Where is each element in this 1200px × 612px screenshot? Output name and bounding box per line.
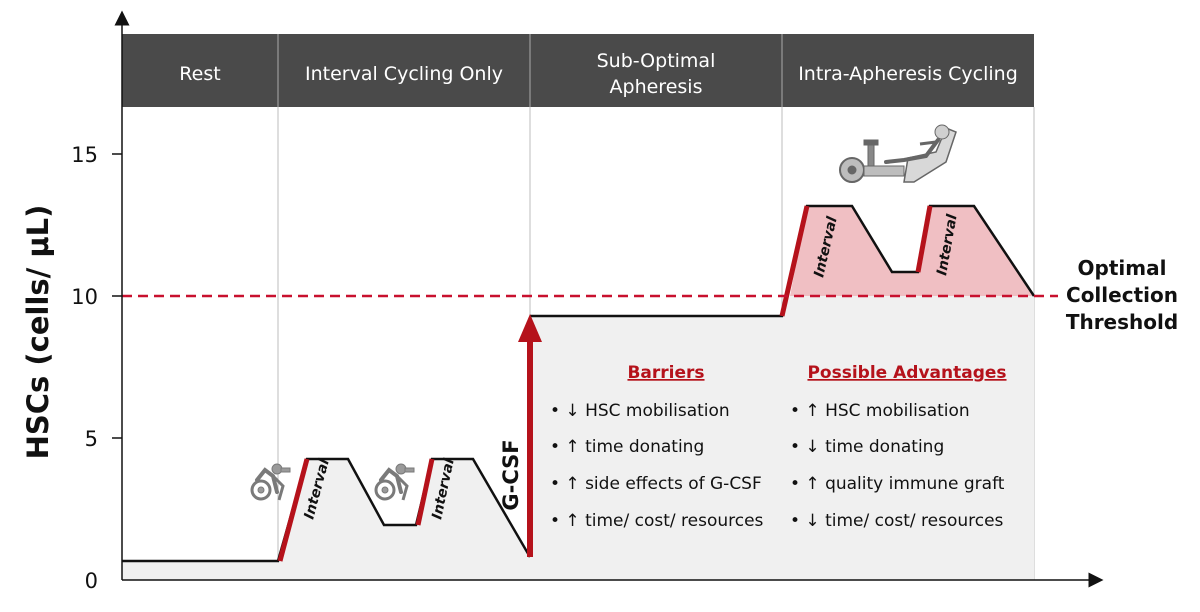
barriers-title: Barriers bbox=[627, 363, 704, 383]
barriers-area bbox=[530, 316, 782, 580]
phase-label-intra-apheresis: Intra-Apheresis Cycling bbox=[798, 63, 1018, 85]
y-tick-label: 5 bbox=[85, 427, 98, 451]
advantages-title: Possible Advantages bbox=[807, 363, 1006, 383]
gcsf-arrow bbox=[518, 314, 542, 557]
interval-segment bbox=[415, 458, 435, 526]
barrier-item: • ↑ side effects of G-CSF bbox=[550, 474, 762, 494]
y-tick-label: 0 bbox=[85, 569, 98, 593]
barrier-item: • ↑ time/ cost/ resources bbox=[550, 511, 764, 531]
barriers-box: Barriers • ↓ HSC mobilisation • ↑ time d… bbox=[550, 363, 764, 531]
phase-header: Rest Interval Cycling Only Sub-Optimal A… bbox=[122, 34, 1034, 107]
above-threshold-area bbox=[790, 206, 1034, 296]
upright-cycling-icon bbox=[250, 463, 291, 501]
threshold-label-line3: Threshold bbox=[1066, 310, 1178, 334]
phase-label-interval-cycling: Interval Cycling Only bbox=[305, 63, 503, 85]
rest-area bbox=[122, 561, 278, 580]
interval-segment bbox=[779, 205, 810, 317]
threshold-label-line1: Optimal bbox=[1078, 256, 1167, 280]
barrier-item: • ↑ time donating bbox=[550, 437, 704, 457]
phase-label-rest: Rest bbox=[179, 63, 220, 85]
gcsf-label: G-CSF bbox=[499, 439, 523, 510]
y-tick-label: 15 bbox=[71, 143, 98, 167]
upright-cycling-icon bbox=[374, 463, 415, 501]
y-tick-label: 10 bbox=[71, 285, 98, 309]
interval-segment bbox=[915, 205, 933, 273]
advantage-item: • ↑ HSC mobilisation bbox=[790, 401, 970, 421]
advantage-item: • ↑ quality immune graft bbox=[790, 474, 1005, 494]
advantages-box: Possible Advantages • ↑ HSC mobilisation… bbox=[790, 363, 1007, 531]
phase-header-bg bbox=[122, 34, 1034, 107]
advantages-area bbox=[782, 296, 1034, 580]
advantage-item: • ↓ time/ cost/ resources bbox=[790, 511, 1004, 531]
interval-segment bbox=[277, 458, 310, 562]
recumbent-cycling-icon bbox=[839, 124, 957, 183]
advantage-item: • ↓ time donating bbox=[790, 437, 944, 457]
barrier-item: • ↓ HSC mobilisation bbox=[550, 401, 730, 421]
phase-label-suboptimal-line1: Sub-Optimal bbox=[597, 50, 716, 72]
y-axis-label: HSCs (cells/ µL) bbox=[21, 205, 55, 460]
phase-label-suboptimal-line2: Apheresis bbox=[610, 76, 703, 98]
threshold-label-line2: Collection bbox=[1066, 283, 1178, 307]
interval-cycling-area bbox=[278, 459, 530, 580]
